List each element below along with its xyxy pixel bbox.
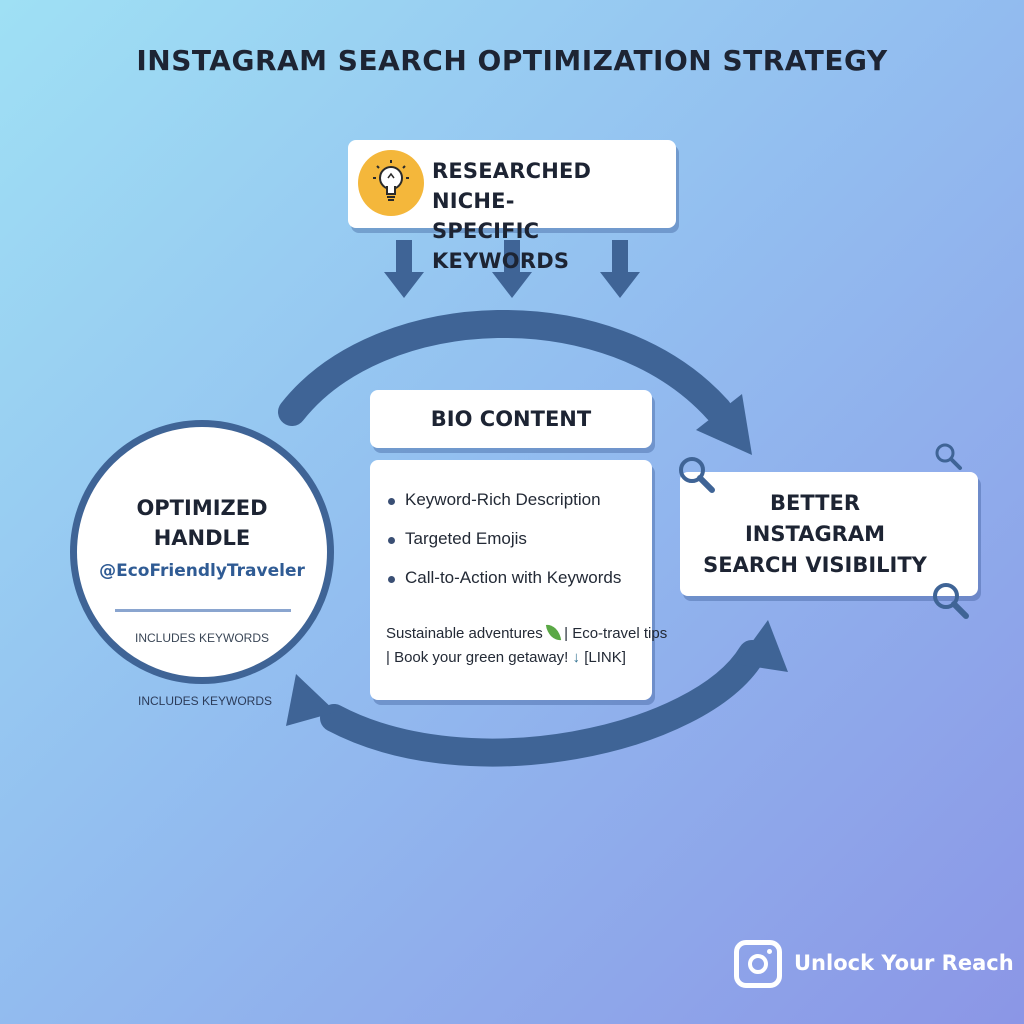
keywords-box: RESEARCHED NICHE- SPECIFIC KEYWORDS bbox=[348, 140, 676, 273]
bio-heading-box: BIO CONTENT bbox=[370, 390, 652, 448]
bio-sample-part5: [LINK] bbox=[584, 649, 626, 666]
visibility-box: BETTER INSTAGRAM SEARCH VISIBILITY bbox=[680, 472, 978, 596]
down-arrow-icon bbox=[384, 240, 424, 298]
bio-heading: BIO CONTENT bbox=[430, 407, 592, 431]
lightbulb-icon bbox=[358, 150, 424, 216]
handle-keywords-note: INCLUDES KEYWORDS bbox=[134, 631, 270, 645]
bullet-dot bbox=[388, 576, 395, 583]
bottom-cycle-arrow bbox=[320, 640, 766, 767]
bio-sample-part3: | Book your green getaway! bbox=[386, 649, 569, 666]
magnifier-icon bbox=[679, 457, 715, 493]
handle-keywords-caption: INCLUDES KEYWORDS bbox=[137, 694, 273, 708]
bio-sample-text: Sustainable adventures | Eco-travel tips… bbox=[386, 622, 686, 670]
bio-bullet-label: Targeted Emojis bbox=[405, 529, 527, 548]
page-title: INSTAGRAM SEARCH OPTIMIZATION STRATEGY bbox=[136, 44, 888, 77]
magnifier-icon bbox=[933, 583, 969, 619]
brand: Unlock Your Reach bbox=[734, 940, 1014, 992]
handle-circle: OPTIMIZED HANDLE @EcoFriendlyTraveler IN… bbox=[70, 420, 334, 684]
handle-divider bbox=[115, 609, 291, 612]
keywords-label-line2: SPECIFIC KEYWORDS bbox=[432, 219, 570, 273]
handle-title: OPTIMIZED HANDLE bbox=[77, 493, 327, 553]
handle-title-line1: OPTIMIZED bbox=[136, 496, 268, 520]
top-cycle-arrow bbox=[278, 310, 732, 426]
visibility-label-line1: BETTER bbox=[770, 491, 860, 515]
bullet-dot bbox=[388, 498, 395, 505]
bio-sample-part1: Sustainable adventures bbox=[386, 625, 543, 642]
down-arrow-emoji: ↓ bbox=[572, 649, 581, 666]
bio-bullet-label: Keyword-Rich Description bbox=[405, 490, 601, 509]
magnifier-icon bbox=[935, 443, 962, 470]
instagram-logo-icon bbox=[734, 940, 782, 988]
visibility-label-line2: INSTAGRAM bbox=[744, 522, 886, 546]
keywords-label: RESEARCHED NICHE- SPECIFIC KEYWORDS bbox=[432, 156, 672, 276]
bottom-cycle-arrowhead bbox=[286, 674, 336, 726]
handle-title-line2: HANDLE bbox=[153, 526, 251, 550]
bullet-dot bbox=[388, 537, 395, 544]
brand-text: Unlock Your Reach bbox=[794, 951, 1014, 975]
bottom-cycle-arrowhead bbox=[736, 620, 788, 672]
bio-sample-part2: | Eco-travel tips bbox=[564, 625, 668, 642]
top-cycle-arrowhead bbox=[696, 394, 752, 455]
keywords-label-line1: RESEARCHED NICHE- bbox=[432, 159, 592, 213]
handle-username: @EcoFriendlyTraveler bbox=[99, 561, 305, 581]
down-arrow-icon bbox=[492, 240, 532, 298]
bio-bullet-label: Call-to-Action with Keywords bbox=[405, 568, 622, 587]
down-arrow-icon bbox=[600, 240, 640, 298]
visibility-label-line3: SEARCH VISIBILITY bbox=[703, 553, 927, 577]
bio-content-box: Keyword-Rich Description Targeted Emojis… bbox=[370, 460, 667, 700]
visibility-label: BETTER INSTAGRAM SEARCH VISIBILITY bbox=[680, 488, 950, 581]
